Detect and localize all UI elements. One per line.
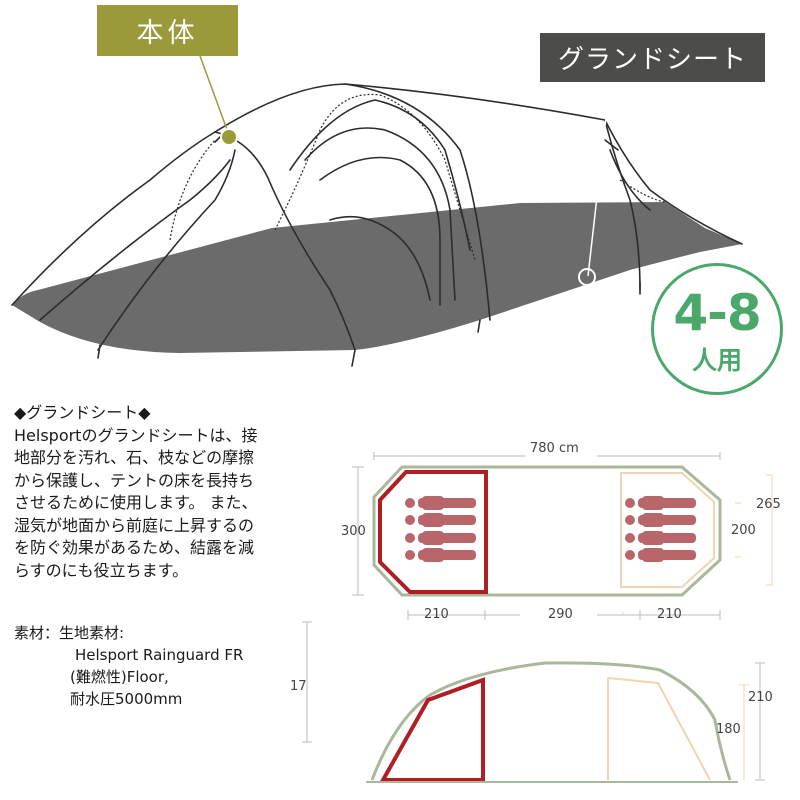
side-elevation-diagram xyxy=(302,621,765,783)
material-label: 素材：生地素材: xyxy=(14,624,125,642)
dim-height-right-inner: 180 xyxy=(716,722,741,737)
sleeping-person xyxy=(625,513,696,527)
sleeping-person xyxy=(625,548,696,562)
dim-seg-left: 210 xyxy=(424,607,449,622)
sleeping-person xyxy=(405,496,476,510)
sleeping-person xyxy=(405,531,476,545)
ground-pointer-dot xyxy=(578,268,596,286)
description-line: 地部分を汚れ、石、枝などの摩擦 xyxy=(14,448,255,467)
ground-pointer-line xyxy=(587,81,611,277)
dim-length: 780 cm xyxy=(530,441,579,456)
material-line: Helsport Rainguard FR xyxy=(75,646,244,664)
floor-plan-diagram xyxy=(352,452,773,620)
description-line: から保護し、テントの床を長持ち xyxy=(14,470,255,490)
side-inner-left xyxy=(379,677,485,782)
side-inner-right xyxy=(607,677,711,781)
dim-width-right-inner: 200 xyxy=(731,523,756,538)
dim-height-right-outer: 210 xyxy=(748,690,773,705)
side-outline xyxy=(370,661,732,781)
dim-width-right-outer: 265 xyxy=(756,497,781,512)
groundsheet-description: ◆グランドシート◆ Helsportのグランドシートは、接 地部分を汚れ、石、枝… xyxy=(14,402,304,582)
groundsheet-label-text: グランドシート xyxy=(557,45,747,75)
capacity-unit: 人用 xyxy=(691,346,742,375)
capacity-badge: 4-8 人用 xyxy=(651,263,783,395)
body-pointer-dot xyxy=(220,128,238,146)
sleeping-persons-right xyxy=(625,496,696,562)
material-info: 素材：生地素材: Helsport Rainguard FR (難燃性)Floo… xyxy=(14,622,243,710)
description-heading: ◆グランドシート◆ xyxy=(14,403,151,422)
body-label-tag: 本体 xyxy=(97,5,238,56)
description-line: らすのにも役立ちます。 xyxy=(14,560,189,580)
sleeping-persons-left xyxy=(405,496,476,562)
sleeping-person xyxy=(625,531,696,545)
dim-height-left: 17 xyxy=(290,679,307,694)
material-line: (難燃性)Floor, xyxy=(70,668,169,686)
sleeping-person xyxy=(405,548,476,562)
dim-seg-mid: 290 xyxy=(548,607,573,622)
description-line: Helsportのグランドシートは、接 xyxy=(14,425,258,445)
body-label-text: 本体 xyxy=(136,18,199,49)
sleeping-person xyxy=(405,513,476,527)
groundsheet-label-tag: グランドシート xyxy=(540,33,765,82)
material-line: 耐水圧5000mm xyxy=(70,690,183,708)
description-line: させるために使用します。 また、 xyxy=(14,493,258,512)
description-line: 湿気が地面から前庭に上昇するの xyxy=(14,515,255,535)
inner-tent-left xyxy=(378,470,488,594)
floor-outline xyxy=(372,465,722,597)
body-pointer-line xyxy=(199,55,230,136)
groundsheet-shape xyxy=(12,202,742,353)
capacity-number: 4-8 xyxy=(673,284,761,342)
dim-width-left: 300 xyxy=(341,524,366,539)
sleeping-person xyxy=(625,496,696,510)
dim-seg-right: 210 xyxy=(657,607,682,622)
description-line: を防ぐ効果があるため、結露を減 xyxy=(14,538,255,557)
inner-tent-right xyxy=(620,472,715,588)
